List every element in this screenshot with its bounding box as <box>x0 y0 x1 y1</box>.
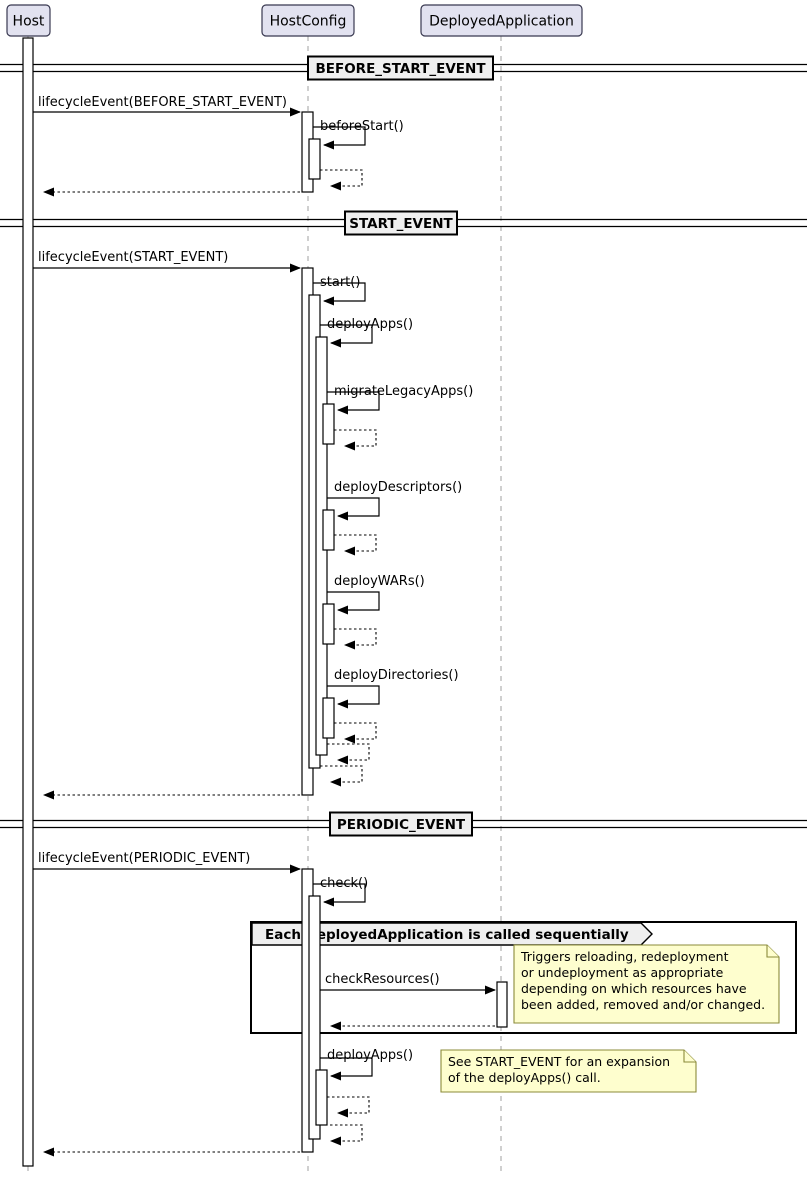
message-deploy-descriptors-return <box>334 534 377 556</box>
divider-label-1: START_EVENT <box>349 216 453 232</box>
message-label-periodic-deploy-apps-self: deployApps() <box>327 1048 413 1063</box>
message-deploy-directories-self <box>327 685 380 709</box>
activation-host-main <box>22 37 34 1167</box>
activation-config-wars-l4 <box>322 603 335 645</box>
participant-box-host[interactable] <box>6 4 51 37</box>
message-label-check-self: check() <box>320 876 368 891</box>
message-deploy-descriptors-self <box>327 497 380 521</box>
message-migrate-legacy-self <box>327 391 380 415</box>
message-label-deploy-descriptors-self: deployDescriptors() <box>334 480 462 495</box>
loop-frame-deployed-application-label: Each DeployedApplication is called seque… <box>265 927 629 943</box>
message-group: lifecycleEvent(BEFORE_START_EVENT)before… <box>33 95 496 1157</box>
loop-frame-deployed-application-tab <box>251 922 653 946</box>
activation-config-check-l3 <box>315 1069 328 1126</box>
activation-config-migrate-l4 <box>322 403 335 445</box>
activation-deployed-check <box>496 981 508 1028</box>
message-migrate-legacy-return <box>334 429 377 451</box>
activation-config-descr-l4 <box>322 509 335 551</box>
message-before-start-self-return <box>320 169 363 191</box>
note-deploy-apps-expansion-line: See START_EVENT for an expansion <box>448 1054 670 1069</box>
divider-1 <box>344 210 458 236</box>
message-label-check-resources: checkResources() <box>325 972 440 987</box>
message-label-lifecycle-periodic: lifecycleEvent(PERIODIC_EVENT) <box>38 851 250 866</box>
divider-label-2: PERIODIC_EVENT <box>337 817 466 833</box>
message-deploy-wars-self <box>327 591 380 615</box>
divider-rule-group <box>0 63 807 829</box>
participant-label-host: Host <box>13 14 45 30</box>
activation-group <box>22 37 508 1167</box>
frame-group: Each DeployedApplication is called seque… <box>250 921 797 1034</box>
note-check-resources-fold <box>766 945 779 958</box>
divider-2 <box>329 811 473 837</box>
activation-config-before-nested <box>308 138 321 180</box>
loop-frame-deployed-application <box>250 921 797 1034</box>
message-label-lifecycle-start: lifecycleEvent(START_EVENT) <box>38 250 228 265</box>
note-deploy-apps-expansion <box>440 1049 697 1093</box>
lifeline-group <box>27 36 502 1172</box>
message-label-before-start-self: beforeStart() <box>320 119 404 134</box>
participant-box-deploy[interactable] <box>420 4 583 37</box>
note-deploy-apps-expansion-fold <box>683 1050 696 1063</box>
message-check-self <box>313 883 366 907</box>
message-deploy-wars-return <box>334 628 377 650</box>
note-check-resources-line: depending on which resources have <box>521 981 747 996</box>
participant-label-config: HostConfig <box>270 14 347 30</box>
message-periodic-deploy-apps-self <box>320 1057 373 1081</box>
participant-label-deploy: DeployedApplication <box>429 14 574 30</box>
message-start-self <box>313 282 366 306</box>
divider-label-0: BEFORE_START_EVENT <box>315 61 486 77</box>
message-deploy-apps-self <box>320 324 373 348</box>
message-deploy-apps-self-return <box>327 743 370 765</box>
message-label-migrate-legacy-self: migrateLegacyApps() <box>334 384 473 399</box>
divider-group: BEFORE_START_EVENT START_EVENT PERIODIC_EV… <box>307 55 494 837</box>
message-label-start-self: start() <box>320 275 360 290</box>
participant-box-config[interactable] <box>261 4 355 37</box>
note-check-resources-line: Triggers reloading, redeployment <box>520 949 729 964</box>
activation-config-periodic-l2 <box>308 895 321 1140</box>
message-label-lifecycle-before-start: lifecycleEvent(BEFORE_START_EVENT) <box>38 95 287 110</box>
note-check-resources <box>513 944 780 1024</box>
message-label-deploy-apps-self: deployApps() <box>327 317 413 332</box>
participant-group: Host HostConfig DeployedApplication <box>6 4 583 37</box>
activation-config-dirs-l4 <box>322 697 335 739</box>
message-deploy-directories-return <box>334 722 377 744</box>
note-check-resources-line: or undeployment as appropriate <box>521 965 724 980</box>
message-periodic-deploy-apps-return <box>327 1096 370 1118</box>
message-before-start-self <box>313 126 366 150</box>
message-label-deploy-directories-self: deployDirectories() <box>334 668 459 683</box>
message-label-deploy-wars-self: deployWARs() <box>334 574 425 589</box>
divider-0 <box>307 55 494 81</box>
message-start-self-return <box>320 765 363 787</box>
note-check-resources-line: been added, removed and/or changed. <box>521 997 765 1012</box>
message-check-self-return <box>320 1124 363 1146</box>
note-deploy-apps-expansion-line: of the deployApps() call. <box>448 1070 601 1085</box>
